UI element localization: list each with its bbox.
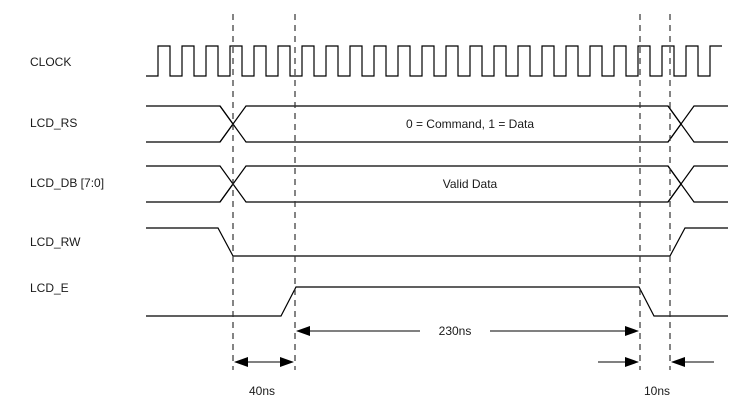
hold-time-label: 10ns xyxy=(644,384,670,398)
clock-waveform xyxy=(146,45,722,77)
lcd-e-label: LCD_E xyxy=(30,281,69,295)
lcd-rw-label: LCD_RW xyxy=(30,235,81,249)
hold-time-dimension xyxy=(598,357,714,367)
lcd-rs-label: LCD_RS xyxy=(30,116,77,130)
pulse-width-label: 230ns xyxy=(439,324,472,338)
lcd-db-note: Valid Data xyxy=(443,177,498,191)
lcd-e-waveform xyxy=(146,286,728,317)
setup-time-label: 40ns xyxy=(249,384,275,398)
lcd-rw-waveform xyxy=(146,227,728,257)
lcd-rs-note: 0 = Command, 1 = Data xyxy=(406,117,534,131)
pulse-width-dimension xyxy=(296,326,639,336)
clock-label: CLOCK xyxy=(30,55,71,69)
setup-time-dimension xyxy=(234,357,294,367)
lcd-db-label: LCD_DB [7:0] xyxy=(30,176,104,190)
